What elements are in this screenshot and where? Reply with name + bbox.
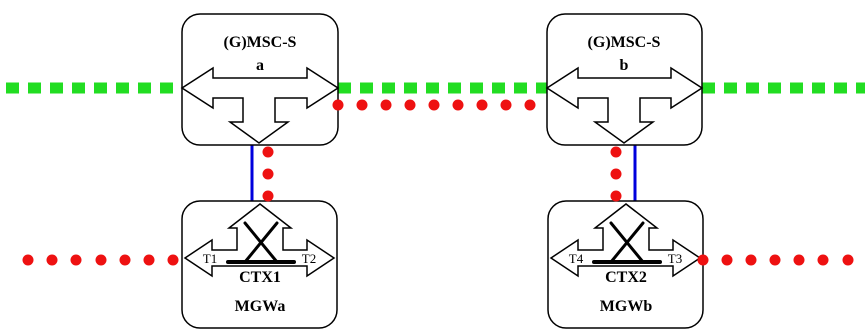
- msc-server-a-label: a: [256, 57, 264, 74]
- media-gateway-a-terminal-right: T2: [302, 251, 316, 266]
- media-gateway-b-context: CTX2: [605, 269, 647, 286]
- media-gateway-b-name: MGWb: [600, 298, 653, 315]
- msc-server-b: (G)MSC-S b: [545, 13, 704, 146]
- msc-server-b-label: b: [620, 57, 629, 74]
- media-gateway-a-terminal-left: T1: [203, 251, 217, 266]
- media-gateway-b-terminal-right: T3: [668, 251, 682, 266]
- media-gateway-b: T4 T3 CTX2 MGWb: [547, 200, 704, 329]
- media-gateway-b-terminal-left: T4: [569, 251, 584, 266]
- msc-server-a-t-arrow-icon: [180, 66, 340, 144]
- media-gateway-a-context: CTX1: [239, 269, 281, 286]
- msc-server-a: (G)MSC-S a: [180, 13, 340, 146]
- msc-server-b-title: (G)MSC-S: [588, 34, 661, 51]
- media-gateway-b-context-switch-icon: [592, 221, 662, 264]
- msc-server-b-t-arrow-icon: [545, 66, 704, 144]
- media-gateway-a: T1 T2 CTX1 MGWa: [181, 200, 338, 329]
- media-gateway-a-name: MGWa: [235, 298, 286, 315]
- media-gateway-a-context-switch-icon: [226, 221, 296, 264]
- msc-server-a-title: (G)MSC-S: [224, 34, 297, 51]
- bearer-path: [22, 99, 854, 266]
